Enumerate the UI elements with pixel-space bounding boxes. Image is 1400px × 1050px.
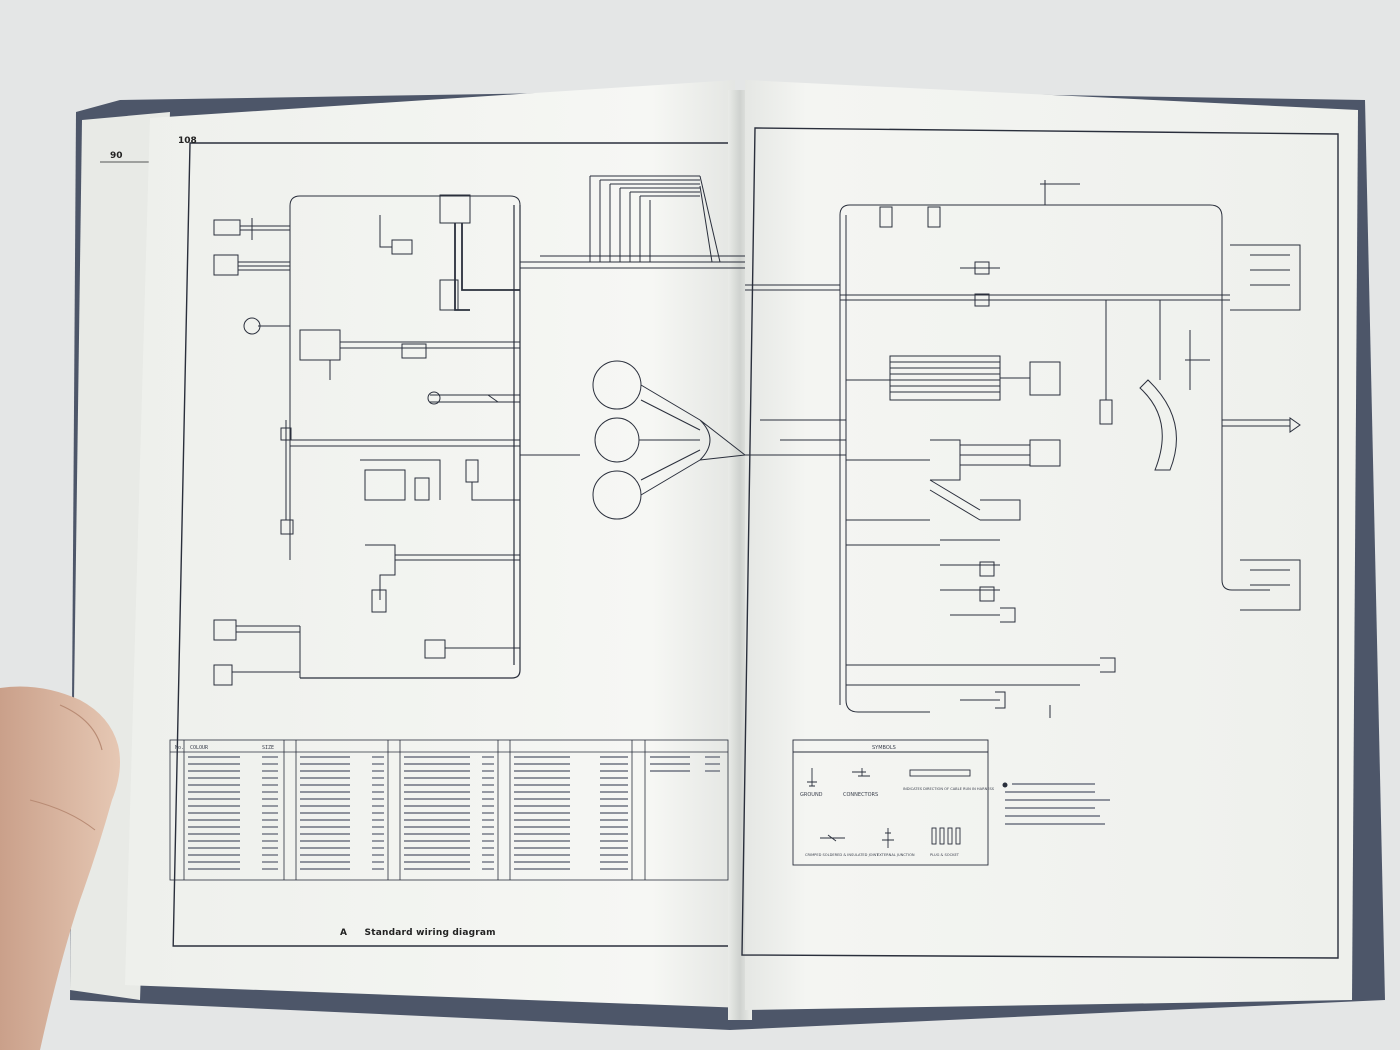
resistance-note: [1002, 782, 1110, 825]
external-junction-icon: [882, 828, 894, 848]
underlying-page-number: 90: [110, 151, 123, 161]
right-wiring-diagram: [745, 180, 1301, 718]
cable-run-icon: [909, 769, 971, 777]
symbols-legend: [792, 739, 989, 866]
plug-socket-icon: [931, 827, 961, 845]
symbol-label-junction: EXTERNAL JUNCTION: [877, 853, 915, 857]
symbols-legend-text: SYMBOLS GROUND CONNECTORS INDICATES DIRE…: [800, 745, 995, 857]
right-page: [741, 80, 1358, 1010]
symbol-label-plug: PLUG & SOCKET: [930, 853, 960, 857]
figure-caption: A Standard wiring diagram: [340, 928, 510, 938]
left-wiring-diagram: [213, 175, 746, 686]
crimped-joint-icon: [820, 834, 845, 842]
table-rows: [188, 756, 720, 870]
left-page-number: 108: [178, 136, 197, 146]
connector-icon: [852, 768, 870, 777]
symbol-label-crimped: CRIMPED SOLDERED & INSULATED JOINT: [805, 853, 879, 857]
hand: [0, 686, 120, 1050]
symbols-heading: SYMBOLS: [872, 745, 896, 751]
symbol-label-ground: GROUND: [800, 792, 823, 798]
symbol-label-connectors: CONNECTORS: [843, 792, 878, 798]
table-header-size: SIZE: [262, 745, 274, 751]
symbol-label-cable-run: INDICATES DIRECTION OF CABLE RUN IN HARN…: [903, 787, 995, 791]
left-color-table: [169, 739, 729, 881]
caption-title: Standard wiring diagram: [364, 928, 496, 938]
ground-icon: [807, 768, 817, 787]
left-table-text: No. COLOUR SIZE: [175, 745, 274, 751]
caption-letter: A: [340, 928, 348, 938]
table-header-no: No.: [175, 745, 184, 751]
table-header-colour: COLOUR: [190, 745, 209, 751]
